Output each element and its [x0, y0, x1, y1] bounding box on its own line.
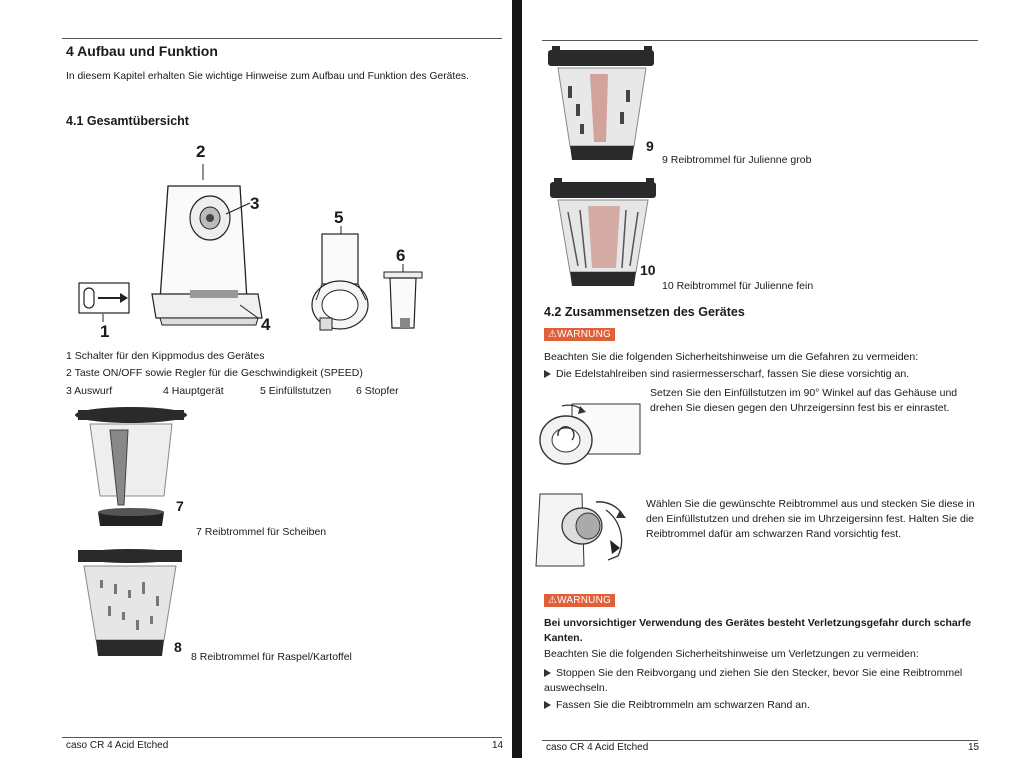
drum-7-label: 7 Reibtrommel für Scheiben	[196, 526, 327, 538]
legend-item-6: 6 Stopfer	[356, 385, 399, 397]
callout-3: 3	[250, 194, 260, 213]
drum-8-label: 8 Reibtrommel für Raspel/Kartoffel	[191, 651, 352, 663]
step-1-illustration	[539, 403, 641, 465]
callout-1: 1	[100, 322, 110, 341]
page-gutter	[512, 0, 522, 758]
warning-1-bullet: Die Edelstahlreiben sind rasiermessersch…	[544, 367, 909, 382]
drum-8-number: 8	[174, 639, 182, 655]
callout-5: 5	[334, 208, 344, 227]
bullet-triangle-icon	[544, 701, 551, 710]
drum-10-label: 10 Reibtrommel für Julienne fein	[662, 280, 814, 292]
warning-badge-1: ⚠WARNUNG	[544, 328, 615, 341]
subsection-title: 4.1 Gesamtübersicht	[66, 114, 189, 128]
header-rule	[62, 38, 502, 39]
warning-badge-2: ⚠WARNUNG	[544, 594, 615, 607]
drum-7-number: 7	[176, 498, 184, 514]
callout-2: 2	[196, 142, 206, 161]
main-unit-illustration	[151, 185, 263, 326]
left-page: 4 Aufbau und Funktion In diesem Kapitel …	[62, 38, 504, 751]
header-rule	[542, 40, 978, 41]
page-number: 15	[968, 742, 980, 753]
subsection-title-assembly: 4.2 Zusammensetzen des Gerätes	[544, 305, 745, 319]
warning-2-bullet-1: Stoppen Sie den Reibvorgang und ziehen S…	[544, 667, 963, 694]
stopper-illustration	[383, 271, 423, 329]
page-number: 14	[492, 740, 504, 751]
footer-rule	[62, 737, 502, 738]
footer-product: caso CR 4 Acid Etched	[546, 742, 649, 753]
drum-9-number: 9	[646, 138, 654, 154]
right-page: 9 9 Reibtrommel für Julienne grob 10 10 …	[522, 0, 1024, 758]
drum-10-number: 10	[640, 262, 656, 278]
section-title: 4 Aufbau und Funktion	[66, 43, 218, 59]
legend-item-3: 3 Auswurf	[66, 385, 113, 397]
legend-item-5: 5 Einfüllstutzen	[260, 385, 332, 397]
footer-rule	[542, 740, 978, 741]
callout-4: 4	[261, 315, 271, 334]
drum-10-illustration	[550, 178, 656, 286]
legend-item-4: 4 Hauptgerät	[163, 385, 224, 397]
intro-text: In diesem Kapitel erhalten Sie wichtige …	[66, 71, 469, 82]
callout-6: 6	[396, 246, 406, 265]
drum-8-illustration	[78, 549, 182, 656]
warning-1-lead: Beachten Sie die folgenden Sicherheitshi…	[544, 351, 919, 363]
legend-line-2: 2 Taste ON/OFF sowie Regler für die Gesc…	[66, 367, 363, 379]
bullet-triangle-icon	[544, 370, 551, 379]
legend-line-1: 1 Schalter für den Kippmodus des Gerätes	[66, 350, 265, 362]
warning-2-lead: Beachten Sie die folgenden Sicherheitshi…	[544, 648, 919, 660]
step-2-text: Wählen Sie die gewünschte Reibtrommel au…	[646, 498, 975, 540]
step-2-illustration	[535, 493, 626, 567]
step-1-text: Setzen Sie den Einfüllstutzen im 90° Win…	[650, 387, 958, 414]
warning-2-bullet-2: Fassen Sie die Reibtrommeln am schwarzen…	[544, 698, 810, 713]
switch-illustration	[78, 282, 130, 314]
feeder-illustration	[311, 233, 369, 331]
footer-product: caso CR 4 Acid Etched	[66, 740, 169, 751]
drum-9-label: 9 Reibtrommel für Julienne grob	[662, 154, 812, 166]
warning-2-bold: Bei unvorsichtiger Verwendung des Geräte…	[544, 617, 972, 644]
overview-diagram	[78, 164, 423, 331]
bullet-triangle-icon	[544, 669, 551, 678]
drum-7-illustration	[75, 407, 187, 526]
drum-9-illustration	[548, 46, 654, 160]
